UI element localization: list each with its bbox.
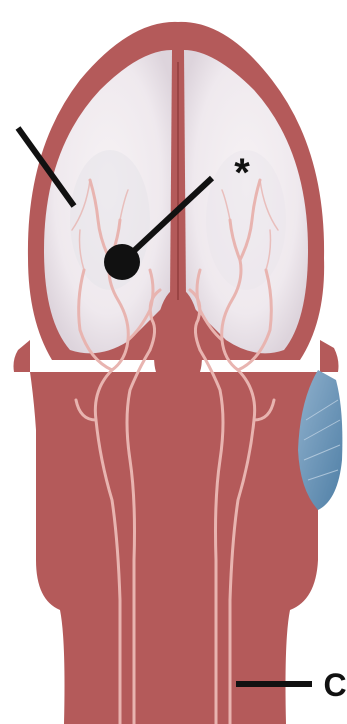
c-label: C: [323, 667, 346, 703]
pointer-dot: [104, 244, 140, 280]
lower-trunk: [14, 340, 339, 724]
asterisk-label: *: [234, 151, 250, 195]
